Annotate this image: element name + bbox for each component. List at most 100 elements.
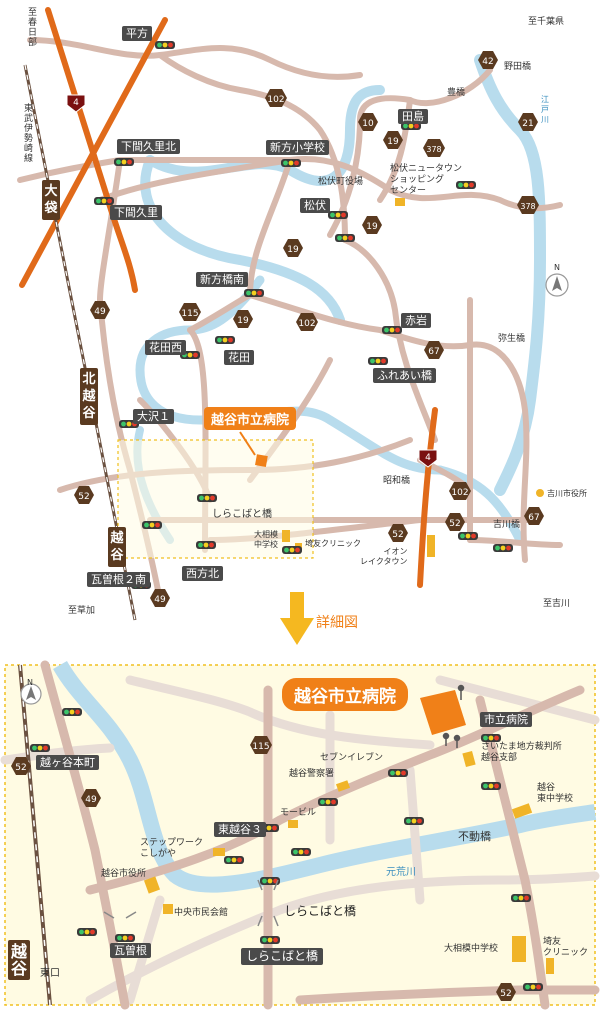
aeon-marker bbox=[427, 535, 435, 557]
dir-yoshikawa: 至吉川 bbox=[543, 599, 571, 609]
place-mobil: モービル bbox=[280, 808, 317, 818]
route-shields: 102 10 19 378 42 21 378 19 19 102 19 115… bbox=[66, 51, 544, 607]
intersection-koshigaya-honcho: 越ヶ谷本町 bbox=[36, 755, 99, 770]
intersection-hanada: 花田 bbox=[224, 350, 254, 365]
detail-route-52-b: 52 bbox=[500, 989, 511, 999]
intersection-shingata-school: 新方小学校 bbox=[266, 140, 329, 155]
place-seven-eleven: セブンイレブン bbox=[320, 753, 384, 763]
station-east-exit: 東口 bbox=[40, 968, 60, 979]
place-police: 越谷警察署 bbox=[289, 769, 335, 779]
route-102-label-c: 102 bbox=[451, 488, 468, 498]
detail-route-115: 115 bbox=[252, 742, 269, 752]
station-koshigaya: 越谷 bbox=[108, 527, 126, 567]
route-52-label-c: 52 bbox=[78, 492, 89, 502]
place-chuo-hall: 中央市民会館 bbox=[174, 908, 229, 918]
intersection-shirakobato: しらこばと橋 bbox=[212, 509, 272, 520]
route-52-label-b: 52 bbox=[449, 519, 460, 529]
bridge-yoshikawa: 吉川橋 bbox=[493, 520, 521, 530]
station-kitakoshigaya: 北越谷 bbox=[80, 368, 98, 425]
intersection-nishikata-kita: 西方北 bbox=[182, 566, 223, 581]
route-21-label: 21 bbox=[522, 119, 533, 129]
intersection-fureaibashi: ふれあい橋 bbox=[373, 368, 436, 383]
detail-route-49: 49 bbox=[85, 795, 97, 805]
intersection-akaiwa: 赤岩 bbox=[401, 313, 431, 328]
place-higashi-junior-high: 越谷 東中学校 bbox=[537, 783, 574, 804]
bridge-toyo: 豊橋 bbox=[447, 88, 466, 98]
route-4-label-a: 4 bbox=[73, 98, 79, 108]
intersection-hanadanishi: 花田西 bbox=[145, 340, 186, 355]
bridge-showa: 昭和橋 bbox=[383, 476, 411, 486]
intersection-shimomakuri: 下間久里 bbox=[110, 205, 162, 220]
route-378-label-a: 378 bbox=[426, 145, 441, 154]
detail-roads bbox=[0, 675, 600, 1005]
bridge-shirakobato-detail: しらこばと橋 bbox=[284, 904, 357, 918]
detail-arrow-label: 詳細図 bbox=[316, 615, 358, 631]
hospital-label-detail: 越谷市立病院 bbox=[282, 678, 408, 711]
route-378-label-b: 378 bbox=[520, 202, 535, 211]
intersection-shingatabashi-minami: 新方橋南 bbox=[196, 272, 248, 287]
detail-railway bbox=[18, 664, 52, 1006]
hospital-marker bbox=[255, 454, 268, 467]
place-matsubushi-shopping: 松伏ニュータウン ショッピング センター bbox=[390, 164, 463, 196]
motoarakawa-river bbox=[53, 660, 597, 893]
detail-route-shields: 52 49 115 52 bbox=[11, 736, 516, 1001]
intersection-shimomakuri-kita: 下間久里北 bbox=[117, 139, 180, 154]
route-49-label: 49 bbox=[94, 307, 106, 317]
route-19-label-c: 19 bbox=[287, 245, 299, 255]
bridge-marks bbox=[103, 879, 279, 927]
place-court: さいたま地方裁判所 越谷支部 bbox=[481, 742, 562, 763]
route-19-label-b: 19 bbox=[366, 222, 378, 232]
intersection-tajima: 田島 bbox=[398, 109, 428, 124]
bridge-yayoi: 弥生橋 bbox=[498, 334, 526, 344]
dir-chiba: 至千葉県 bbox=[528, 17, 565, 27]
detail-route-52-a: 52 bbox=[15, 763, 26, 773]
hospital-building bbox=[420, 690, 466, 735]
station-ofukuro: 大袋 bbox=[42, 180, 60, 220]
station-koshigaya-detail: 越谷 bbox=[8, 940, 30, 980]
intersection-hirakata: 平方 bbox=[122, 26, 152, 41]
intersection-kawarasone: 瓦曽根 bbox=[110, 943, 151, 958]
place-oosagami-junior-high: 大相模中学校 bbox=[444, 944, 499, 954]
intersection-fudobashi: 不動橋 bbox=[458, 830, 491, 843]
route-67-label-b: 67 bbox=[528, 513, 539, 523]
intersection-higashikoshigaya3: 東越谷３ bbox=[214, 822, 266, 837]
route-19-label-a: 19 bbox=[387, 137, 399, 147]
shopping-center-marker bbox=[395, 198, 405, 206]
intersection-matsubushi: 松伏 bbox=[300, 198, 330, 213]
route-115-label: 115 bbox=[181, 309, 198, 319]
hospital-label-top: 越谷市立病院 bbox=[204, 407, 297, 430]
roads bbox=[17, 37, 563, 603]
yoshikawa-office-marker bbox=[536, 489, 544, 497]
place-aeon-laketown: イオン レイクタウン bbox=[360, 547, 408, 566]
place-saiyu-clinic-detail: 埼友 クリニック bbox=[543, 937, 589, 958]
oosagami-school-marker bbox=[282, 530, 290, 542]
dir-kasukabe: 至春日部 bbox=[28, 8, 38, 48]
detail-facilities bbox=[143, 690, 554, 974]
north-arrow-icon bbox=[545, 273, 569, 297]
route-10-label: 10 bbox=[362, 119, 374, 129]
place-oosagami-school: 大相模 中学校 bbox=[254, 530, 278, 549]
place-saiyu-clinic: 埼友クリニック bbox=[305, 539, 361, 548]
intersection-kawarasone2-minami: 瓦曽根２南 bbox=[87, 572, 150, 587]
intersection-shirakobato-detail: しらこばと橋 bbox=[241, 948, 324, 965]
hospital-leader bbox=[239, 431, 256, 456]
dir-souka: 至草加 bbox=[68, 606, 96, 616]
north-label-top: N bbox=[554, 263, 560, 272]
detail-arrow-icon bbox=[280, 592, 314, 645]
railway-label: 東武伊勢崎線 bbox=[24, 104, 34, 164]
route-4-label-b: 4 bbox=[425, 453, 431, 463]
route-19-label-d: 19 bbox=[237, 316, 249, 326]
route-42-label: 42 bbox=[482, 57, 493, 67]
overview-map: 102 10 19 378 42 21 378 19 19 102 19 115… bbox=[17, 7, 569, 621]
river-motoarakawa: 元荒川 bbox=[386, 867, 416, 878]
north-arrow-icon-detail bbox=[20, 683, 42, 705]
route-102-label: 102 bbox=[267, 95, 284, 105]
river-edogawa: 江戸川 bbox=[541, 95, 549, 124]
route-67-label: 67 bbox=[428, 347, 439, 357]
place-matsubushi-office: 松伏町役場 bbox=[318, 177, 364, 187]
north-label-detail: N bbox=[27, 678, 33, 687]
route-102-label-b: 102 bbox=[298, 319, 315, 329]
bridge-noda: 野田橋 bbox=[504, 62, 532, 72]
route-52-label: 52 bbox=[392, 530, 403, 540]
